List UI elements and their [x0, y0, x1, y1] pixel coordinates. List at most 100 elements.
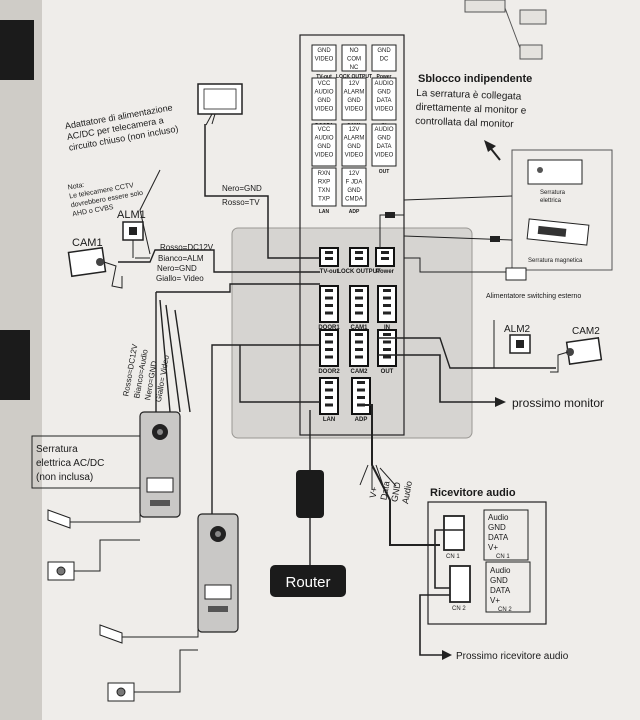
- port-pin: [381, 251, 389, 254]
- pinout-box-cam1: [341, 77, 367, 121]
- pinout-line: 12V: [349, 171, 360, 177]
- port-pin: [383, 311, 391, 315]
- port-pin: [383, 296, 391, 300]
- cam2-camera: [550, 337, 603, 373]
- pinout-line: NC: [350, 65, 359, 71]
- lock-plug-2: [99, 600, 199, 644]
- pinout-line: ALARM: [344, 90, 365, 96]
- port-pin: [381, 257, 389, 260]
- cam2-wire: [378, 337, 556, 369]
- router-label: Router: [285, 574, 330, 591]
- cn1-vplus: V+: [488, 543, 498, 552]
- pinout-line: DC: [380, 57, 389, 63]
- pinout-line: GND: [317, 144, 331, 150]
- port-pin: [355, 257, 363, 260]
- cn1-data: DATA: [488, 533, 509, 542]
- receiver-cn2: CN 2 Audio GND DATA V+ CN 2: [449, 561, 531, 613]
- port-label: TV-out: [320, 269, 339, 275]
- pinout-line: ALARM: [344, 136, 365, 142]
- pinout-line: AUDIO: [314, 136, 333, 142]
- port-label: CAM2: [350, 369, 368, 375]
- magnetic-lock: [526, 218, 590, 246]
- cam1-camera: [67, 246, 123, 289]
- port-pin: [325, 257, 333, 260]
- pinout-line: AUDIO: [374, 127, 393, 133]
- port-label: DOOR2: [318, 369, 340, 375]
- alm2-label: ALM2: [504, 324, 531, 335]
- pinout-line: GND: [347, 144, 361, 150]
- next-receiver-wire: [419, 594, 450, 656]
- port-pin: [357, 396, 365, 399]
- adp-wire-gnd: GND: [389, 481, 402, 503]
- cam1-wire-red: Rosso=DC12V: [160, 243, 214, 252]
- pinout-line: TXN: [318, 188, 330, 194]
- adp-wire-audio: Audio: [400, 480, 414, 504]
- pinout-line: VIDEO: [315, 153, 334, 159]
- receiver-link: [434, 529, 464, 589]
- ricevitore-title: Ricevitore audio: [430, 487, 516, 499]
- lan-wire-loop: [239, 345, 320, 403]
- lock-plug-1: [47, 495, 141, 529]
- port-pin: [355, 304, 363, 307]
- pinout-box-door2: [311, 123, 337, 167]
- port-pin: [355, 289, 363, 292]
- pinout-line: CMDA: [345, 197, 363, 203]
- pinout-label: Power: [376, 74, 391, 80]
- pinout-line: GND: [347, 98, 361, 104]
- cam1-label: CAM1: [72, 237, 103, 249]
- port-pin: [325, 289, 333, 292]
- port-pin: [383, 340, 391, 344]
- cam1-wire: [118, 249, 320, 273]
- pinout-line: DATA: [376, 98, 391, 104]
- door-station-2: [197, 513, 239, 633]
- port-pin: [355, 311, 363, 315]
- cn2-vplus: V+: [490, 596, 500, 605]
- alm1-sensor: [122, 221, 144, 258]
- port-pin: [325, 355, 333, 359]
- serratura-magnetica: Serratura magnetica: [528, 258, 583, 264]
- pinout-line: 12V: [349, 127, 360, 133]
- port-pin: [325, 396, 333, 399]
- pinout-line: RXP: [318, 180, 330, 186]
- electric-lock: [527, 159, 583, 185]
- tv-wire-red: Rosso=TV: [222, 198, 260, 207]
- pinout-label: LOCK OUTPUT: [336, 74, 372, 80]
- pinout-line: F JDA: [346, 180, 363, 186]
- pinout-line: AUDIO: [374, 81, 393, 87]
- prossimo-monitor: prossimo monitor: [512, 396, 604, 410]
- alm2-sensor: [509, 334, 531, 354]
- port-pin: [325, 304, 333, 307]
- lock-box-2: [107, 649, 198, 702]
- pinout-line: COM: [347, 57, 361, 63]
- sblocco-line-1: La serratura è collegata: [416, 88, 522, 103]
- door-station-1: [139, 411, 181, 518]
- pinout-line: GND: [347, 188, 361, 194]
- adp-wire-fan: [359, 464, 397, 490]
- alimentatore-esterno: Alimentatore switching esterno: [486, 293, 581, 300]
- cam2-label: CAM2: [572, 326, 600, 337]
- pinout-line: GND: [377, 48, 391, 54]
- door1-wires: [155, 283, 320, 413]
- lock-wire-clip-2: [490, 236, 500, 242]
- port-pin: [325, 296, 333, 300]
- port-label: LAN: [323, 417, 335, 423]
- port-pin: [383, 304, 391, 307]
- port-pin: [325, 333, 333, 336]
- pinout-box-power: [371, 44, 397, 72]
- next-monitor-arrow: [495, 397, 506, 407]
- serratura-line-3: (non inclusa): [36, 472, 93, 483]
- cn2-audio: Audio: [490, 566, 511, 575]
- pinout-label: ADP: [349, 209, 360, 215]
- port-pin: [383, 333, 391, 336]
- pinout-line: RXN: [318, 171, 331, 177]
- serratura-line-2: elettrica AC/DC: [36, 458, 104, 469]
- port-label: CAM1: [350, 325, 368, 331]
- pinout-box-door1: [311, 77, 337, 121]
- port-pin: [355, 251, 363, 254]
- out-wire: [378, 354, 495, 403]
- alm1-label: ALM1: [117, 209, 146, 221]
- pinout-line: VCC: [318, 127, 331, 133]
- tv-wire-black: Nero=GND: [222, 184, 262, 193]
